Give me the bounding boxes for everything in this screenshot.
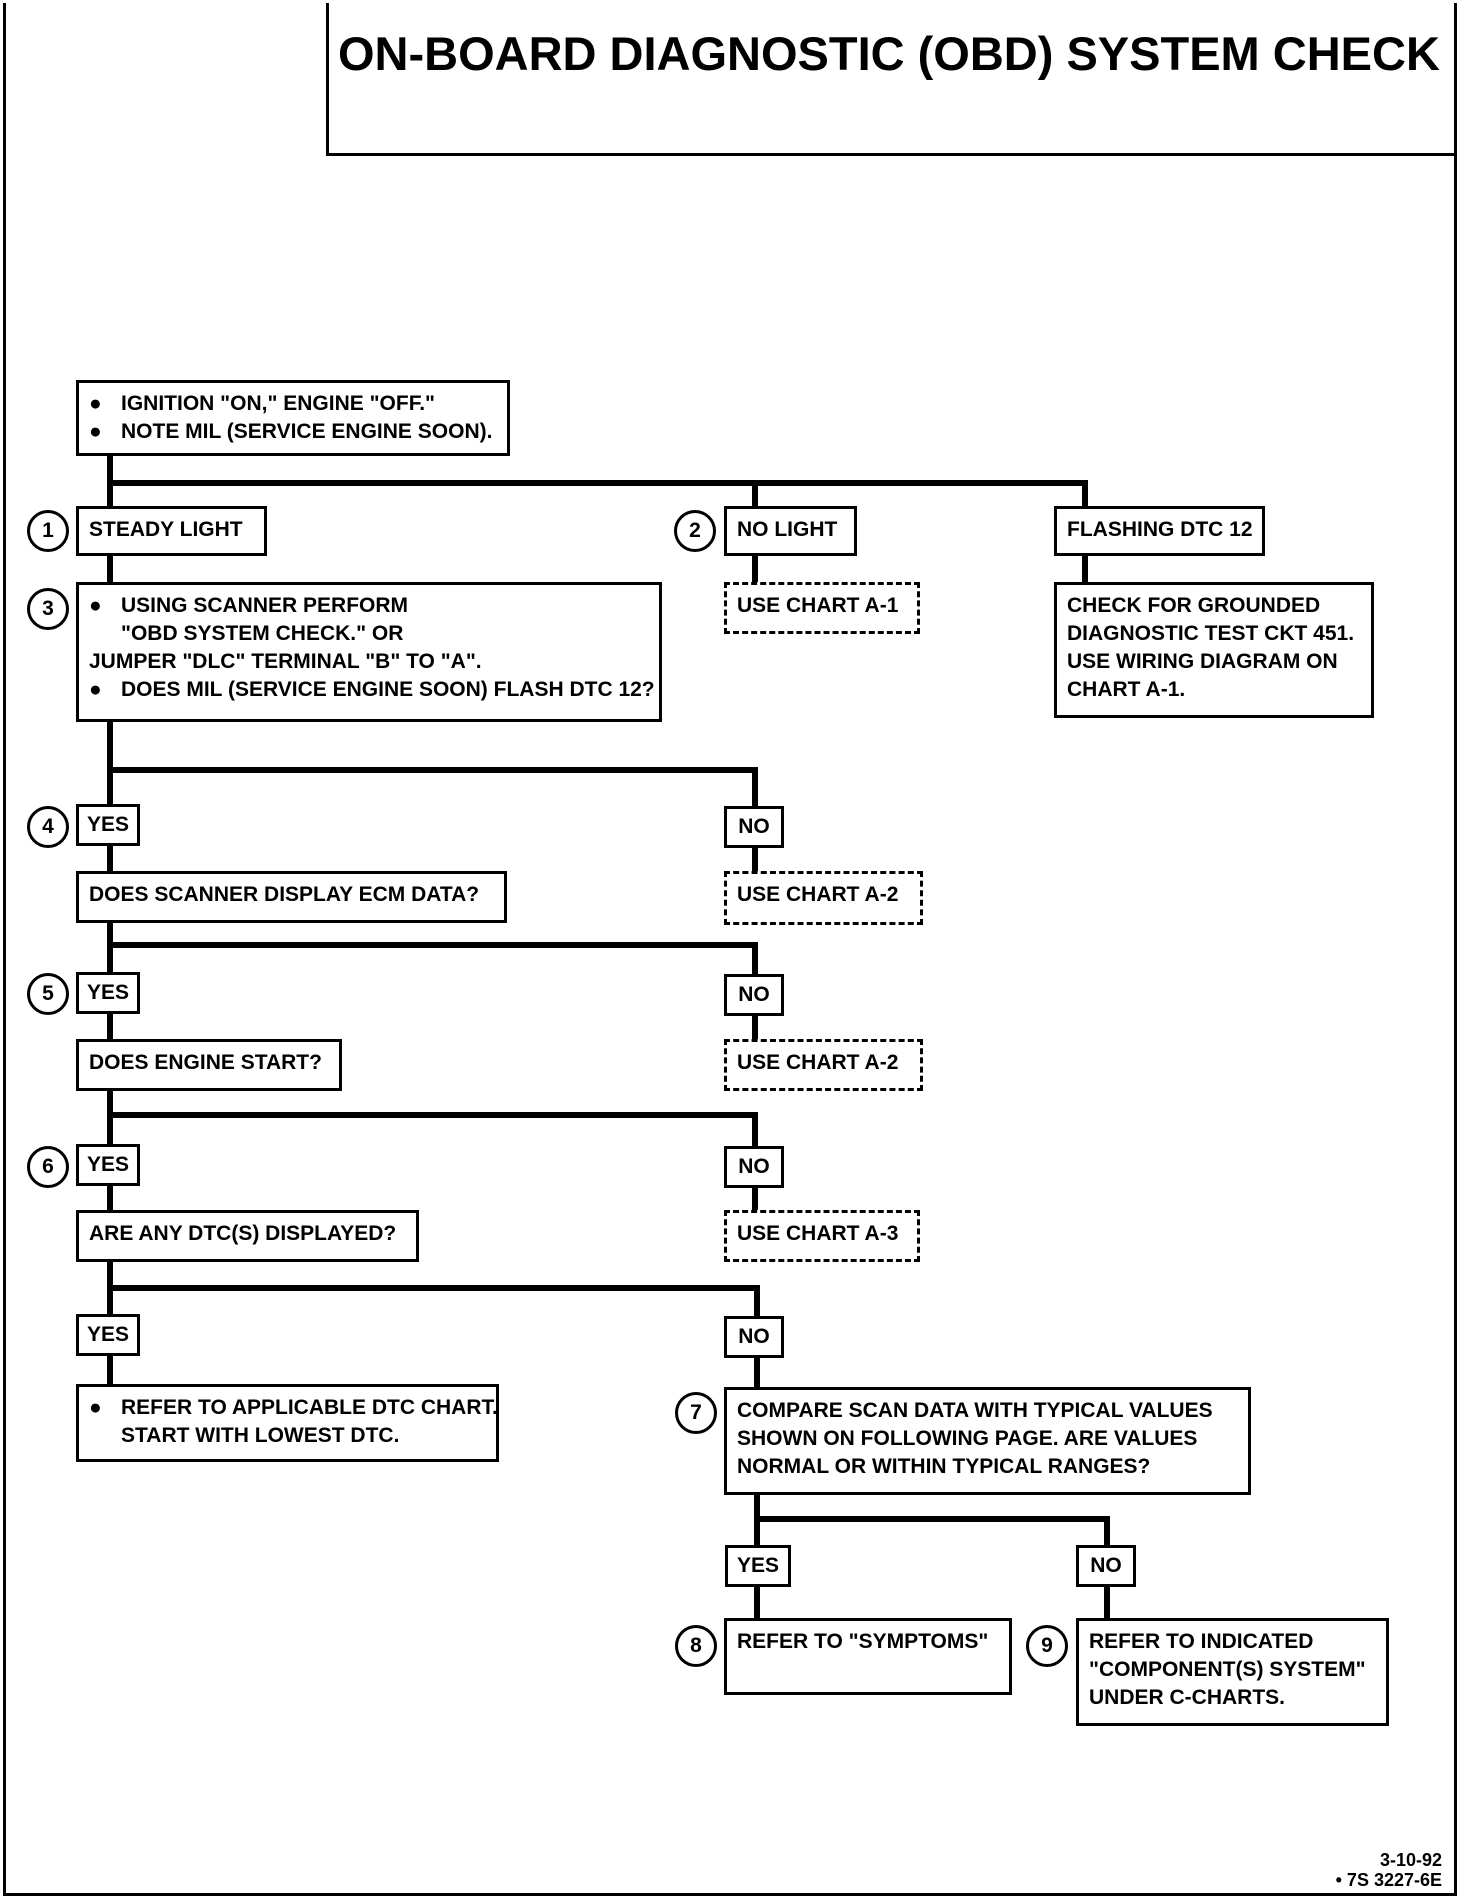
refer-dtc-chart-box: ●REFER TO APPLICABLE DTC CHART. START WI…	[76, 1384, 499, 1462]
title-box	[326, 3, 1457, 156]
compare-line-1: COMPARE SCAN DATA WITH TYPICAL VALUES	[737, 1399, 1213, 1422]
engine-start-question-box: DOES ENGINE START?	[76, 1039, 342, 1091]
check-line-2: DIAGNOSTIC TEST CKT 451.	[1067, 622, 1355, 645]
page-frame	[3, 3, 1457, 1896]
no-label-4: NO	[724, 806, 784, 848]
step-8-marker: 8	[675, 1625, 717, 1667]
step-7-marker: 7	[675, 1392, 717, 1434]
refer-component-box: REFER TO INDICATED "COMPONENT(S) SYSTEM"…	[1076, 1618, 1389, 1726]
stamp-date: 3-10-92	[1379, 1850, 1442, 1870]
no-label-dtc: NO	[724, 1316, 784, 1358]
yes-label-6: YES	[76, 1144, 140, 1186]
step-4-marker: 4	[27, 806, 69, 848]
scanner-line-3: JUMPER "DLC" TERMINAL "B" TO "A".	[89, 650, 482, 673]
yes-label-5: YES	[76, 972, 140, 1014]
refer-dtc-line-1: ●REFER TO APPLICABLE DTC CHART.	[89, 1396, 498, 1419]
compare-scan-data-box: COMPARE SCAN DATA WITH TYPICAL VALUES SH…	[724, 1387, 1251, 1495]
check-line-4: CHART A-1.	[1067, 678, 1186, 701]
scanner-line-1: ●USING SCANNER PERFORM	[89, 594, 409, 617]
refer-dtc-line-2: START WITH LOWEST DTC.	[121, 1424, 400, 1447]
yes-label-compare: YES	[725, 1545, 791, 1587]
start-box: ●IGNITION "ON," ENGINE "OFF." ●NOTE MIL …	[76, 380, 510, 456]
stamp-code: • 7S 3227-6E	[1335, 1870, 1442, 1890]
check-line-1: CHECK FOR GROUNDED	[1067, 594, 1321, 617]
no-label-6: NO	[724, 1146, 784, 1188]
component-line-3: UNDER C-CHARTS.	[1089, 1686, 1285, 1709]
compare-line-3: NORMAL OR WITHIN TYPICAL RANGES?	[737, 1455, 1151, 1478]
no-light-box: NO LIGHT	[724, 506, 857, 556]
step-1-marker: 1	[27, 510, 69, 552]
use-chart-a1-box: USE CHART A-1	[724, 582, 920, 634]
scanner-line-4: ●DOES MIL (SERVICE ENGINE SOON) FLASH DT…	[89, 678, 655, 701]
yes-label-4: YES	[76, 804, 140, 846]
steady-light-box: STEADY LIGHT	[76, 506, 267, 556]
step-6-marker: 6	[27, 1146, 69, 1188]
component-line-1: REFER TO INDICATED	[1089, 1630, 1314, 1653]
page-title: ON-BOARD DIAGNOSTIC (OBD) SYSTEM CHECK	[338, 27, 1440, 80]
step-5-marker: 5	[27, 973, 69, 1015]
start-line-1: ●IGNITION "ON," ENGINE "OFF."	[89, 392, 436, 415]
use-chart-a2-box-1: USE CHART A-2	[724, 871, 923, 925]
dtc-displayed-question-box: ARE ANY DTC(S) DISPLAYED?	[76, 1210, 419, 1262]
use-chart-a3-box: USE CHART A-3	[724, 1210, 920, 1262]
ecm-data-question-box: DOES SCANNER DISPLAY ECM DATA?	[76, 871, 507, 923]
yes-label-dtc: YES	[76, 1314, 140, 1356]
refer-symptoms-box: REFER TO "SYMPTOMS"	[724, 1618, 1012, 1695]
no-label-5: NO	[724, 974, 784, 1016]
check-grounded-box: CHECK FOR GROUNDED DIAGNOSTIC TEST CKT 4…	[1054, 582, 1374, 718]
scanner-line-2: "OBD SYSTEM CHECK." OR	[121, 622, 404, 645]
step-2-marker: 2	[674, 510, 716, 552]
component-line-2: "COMPONENT(S) SYSTEM"	[1089, 1658, 1366, 1681]
compare-line-2: SHOWN ON FOLLOWING PAGE. ARE VALUES	[737, 1427, 1198, 1450]
step-3-marker: 3	[27, 588, 69, 630]
step-9-marker: 9	[1026, 1625, 1068, 1667]
check-line-3: USE WIRING DIAGRAM ON	[1067, 650, 1338, 673]
use-chart-a2-box-2: USE CHART A-2	[724, 1039, 923, 1091]
scanner-step-box: ●USING SCANNER PERFORM "OBD SYSTEM CHECK…	[76, 582, 662, 722]
start-line-2: ●NOTE MIL (SERVICE ENGINE SOON).	[89, 420, 493, 443]
document-stamp: 3-10-92 • 7S 3227-6E	[1336, 1850, 1442, 1890]
flashing-dtc12-box: FLASHING DTC 12	[1054, 506, 1265, 556]
no-label-compare: NO	[1076, 1545, 1136, 1587]
